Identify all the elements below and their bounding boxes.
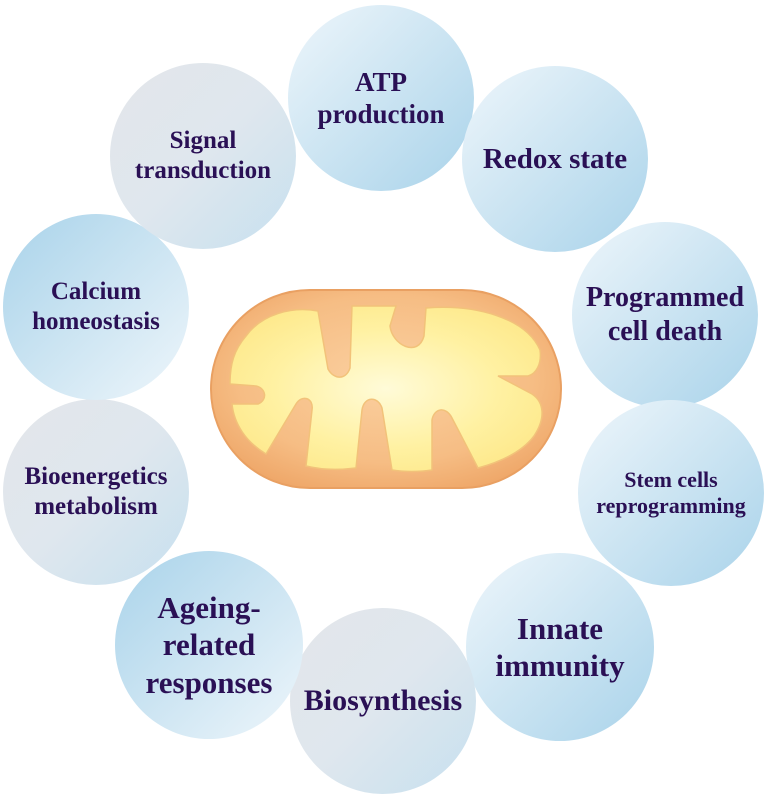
bubble-label: Innate immunity <box>495 610 625 683</box>
bubble-innate-immunity: Innate immunity <box>466 553 654 741</box>
bubble-label: Bioenergetics metabolism <box>24 463 168 520</box>
bubble-label: Stem cells reprogramming <box>596 466 746 518</box>
bubble-label: Signal transduction <box>134 127 272 184</box>
bubble-atp-production: ATP production <box>288 5 474 191</box>
bubble-signal-transduction: Signal transduction <box>110 63 296 249</box>
bubble-ageing-related-responses: Ageing- related responses <box>115 551 303 739</box>
bubble-calcium-homeostasis: Calcium homeostasis <box>3 214 189 400</box>
bubble-label: Redox state <box>482 142 628 175</box>
bubble-redox-state: Redox state <box>462 66 648 252</box>
bubble-bioenergetics-metabolism: Bioenergetics metabolism <box>3 399 189 585</box>
bubble-label: ATP production <box>317 66 445 129</box>
bubble-label: Ageing- related responses <box>145 590 273 700</box>
bubble-label: Programmed cell death <box>585 282 745 347</box>
bubble-label: Biosynthesis <box>303 684 463 717</box>
bubble-biosynthesis: Biosynthesis <box>290 608 476 794</box>
bubble-stem-cells-reprogramming: Stem cells reprogramming <box>578 400 764 586</box>
bubble-label: Calcium homeostasis <box>32 278 160 335</box>
bubble-programmed-cell-death: Programmed cell death <box>572 222 758 408</box>
